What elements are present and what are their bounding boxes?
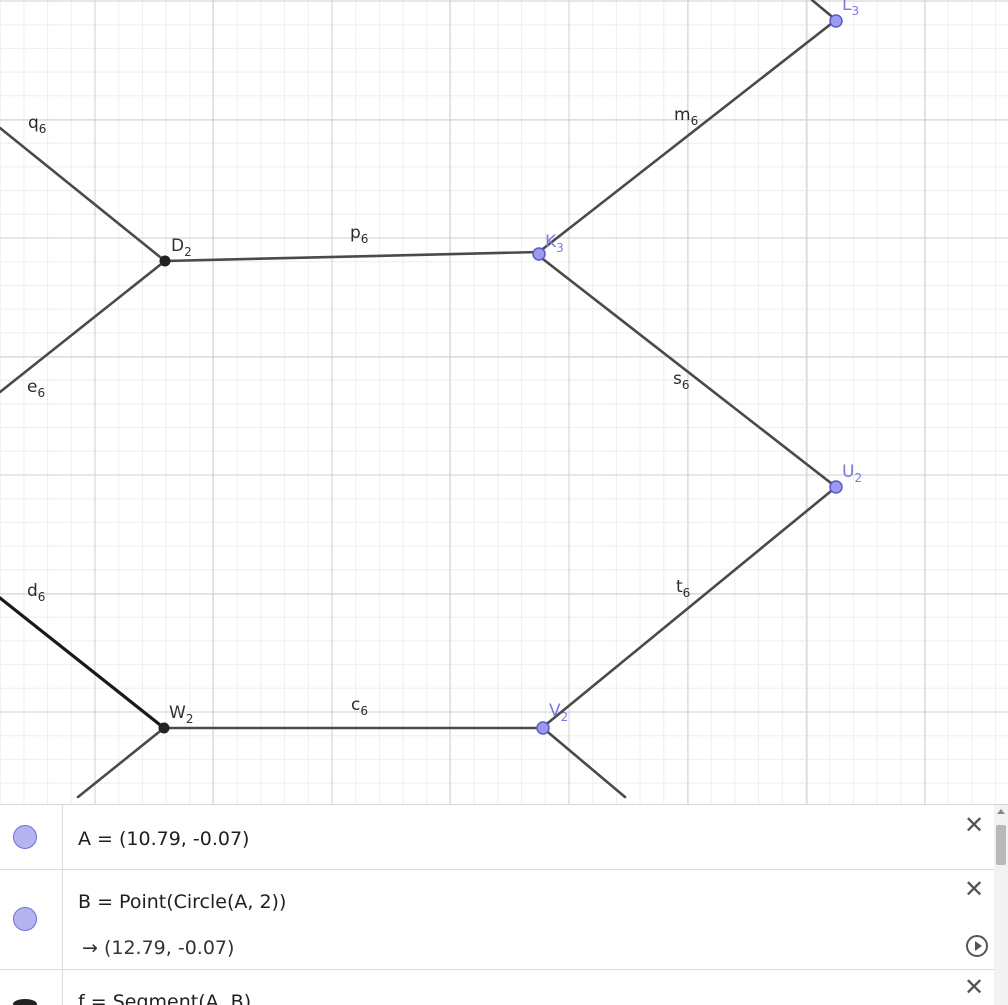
algebra-view[interactable]: A = (10.79, -0.07) ✕ B = Point(Circle(A,… — [0, 804, 1008, 1005]
visibility-column — [0, 805, 63, 869]
label-c6: c6 — [351, 695, 368, 718]
segment-w2-stub[interactable] — [76, 726, 166, 799]
play-icon[interactable] — [966, 935, 988, 957]
algebra-output-b: → (12.79, -0.07) — [82, 937, 235, 959]
segment-p6[interactable] — [163, 250, 541, 263]
graphics-view[interactable]: q6 e6 p6 m6 s6 t6 d6 c6 D2 K3 L3 U2 W2 V… — [0, 0, 1008, 804]
close-icon[interactable]: ✕ — [963, 811, 985, 839]
segment-labels: q6 e6 p6 m6 s6 t6 d6 c6 — [27, 105, 698, 718]
algebra-row-a[interactable]: A = (10.79, -0.07) ✕ — [0, 805, 994, 870]
segment-v2-stub[interactable] — [541, 726, 627, 799]
point-u2[interactable] — [829, 480, 843, 494]
label-v2: V2 — [549, 701, 568, 724]
visibility-toggle-icon[interactable] — [13, 907, 37, 931]
close-icon[interactable]: ✕ — [963, 973, 985, 1001]
construction-canvas[interactable]: q6 e6 p6 m6 s6 t6 d6 c6 D2 K3 L3 U2 W2 V… — [0, 0, 1008, 804]
visibility-column — [0, 969, 63, 1005]
point-labels: D2 K3 L3 U2 W2 V2 — [169, 0, 862, 726]
point-d2[interactable] — [159, 255, 171, 267]
segment-t6[interactable] — [541, 485, 838, 729]
visibility-toggle-icon[interactable] — [13, 999, 37, 1005]
label-d2: D2 — [171, 236, 192, 259]
label-s6: s6 — [673, 369, 690, 392]
label-k3: K3 — [545, 232, 564, 255]
close-icon[interactable]: ✕ — [963, 875, 985, 903]
segment-m6[interactable] — [537, 18, 838, 254]
scroll-thumb[interactable] — [996, 825, 1006, 865]
visibility-toggle-icon[interactable] — [13, 825, 37, 849]
label-e6: e6 — [27, 377, 45, 400]
label-d6: d6 — [27, 581, 45, 604]
label-u2: U2 — [842, 462, 862, 485]
segment-q6[interactable] — [0, 126, 167, 263]
scroll-up-icon[interactable] — [997, 809, 1005, 814]
algebra-row-f[interactable]: f = Segment(A, B) ✕ — [0, 969, 994, 1005]
point-w2[interactable] — [158, 722, 170, 734]
algebra-input-a[interactable]: A = (10.79, -0.07) — [78, 828, 250, 850]
algebra-row-b[interactable]: B = Point(Circle(A, 2)) → (12.79, -0.07)… — [0, 869, 994, 970]
label-p6: p6 — [350, 223, 368, 246]
label-q6: q6 — [28, 113, 46, 136]
segments-layer — [0, 0, 838, 799]
label-m6: m6 — [674, 105, 698, 128]
algebra-scrollbar[interactable] — [994, 805, 1008, 1005]
coordinate-grid — [0, 0, 1008, 804]
points-layer — [158, 14, 843, 735]
visibility-column — [0, 869, 63, 969]
point-v2[interactable] — [536, 721, 550, 735]
algebra-input-f[interactable]: f = Segment(A, B) — [78, 991, 252, 1005]
point-k3[interactable] — [532, 247, 546, 261]
label-w2: W2 — [169, 703, 193, 726]
point-l3[interactable] — [829, 14, 843, 28]
algebra-input-b[interactable]: B = Point(Circle(A, 2)) — [78, 891, 287, 913]
segment-e6[interactable] — [0, 259, 167, 394]
segment-s6[interactable] — [537, 254, 838, 489]
label-l3: L3 — [842, 0, 859, 18]
segment-d6[interactable] — [0, 596, 166, 730]
label-t6: t6 — [676, 577, 690, 600]
